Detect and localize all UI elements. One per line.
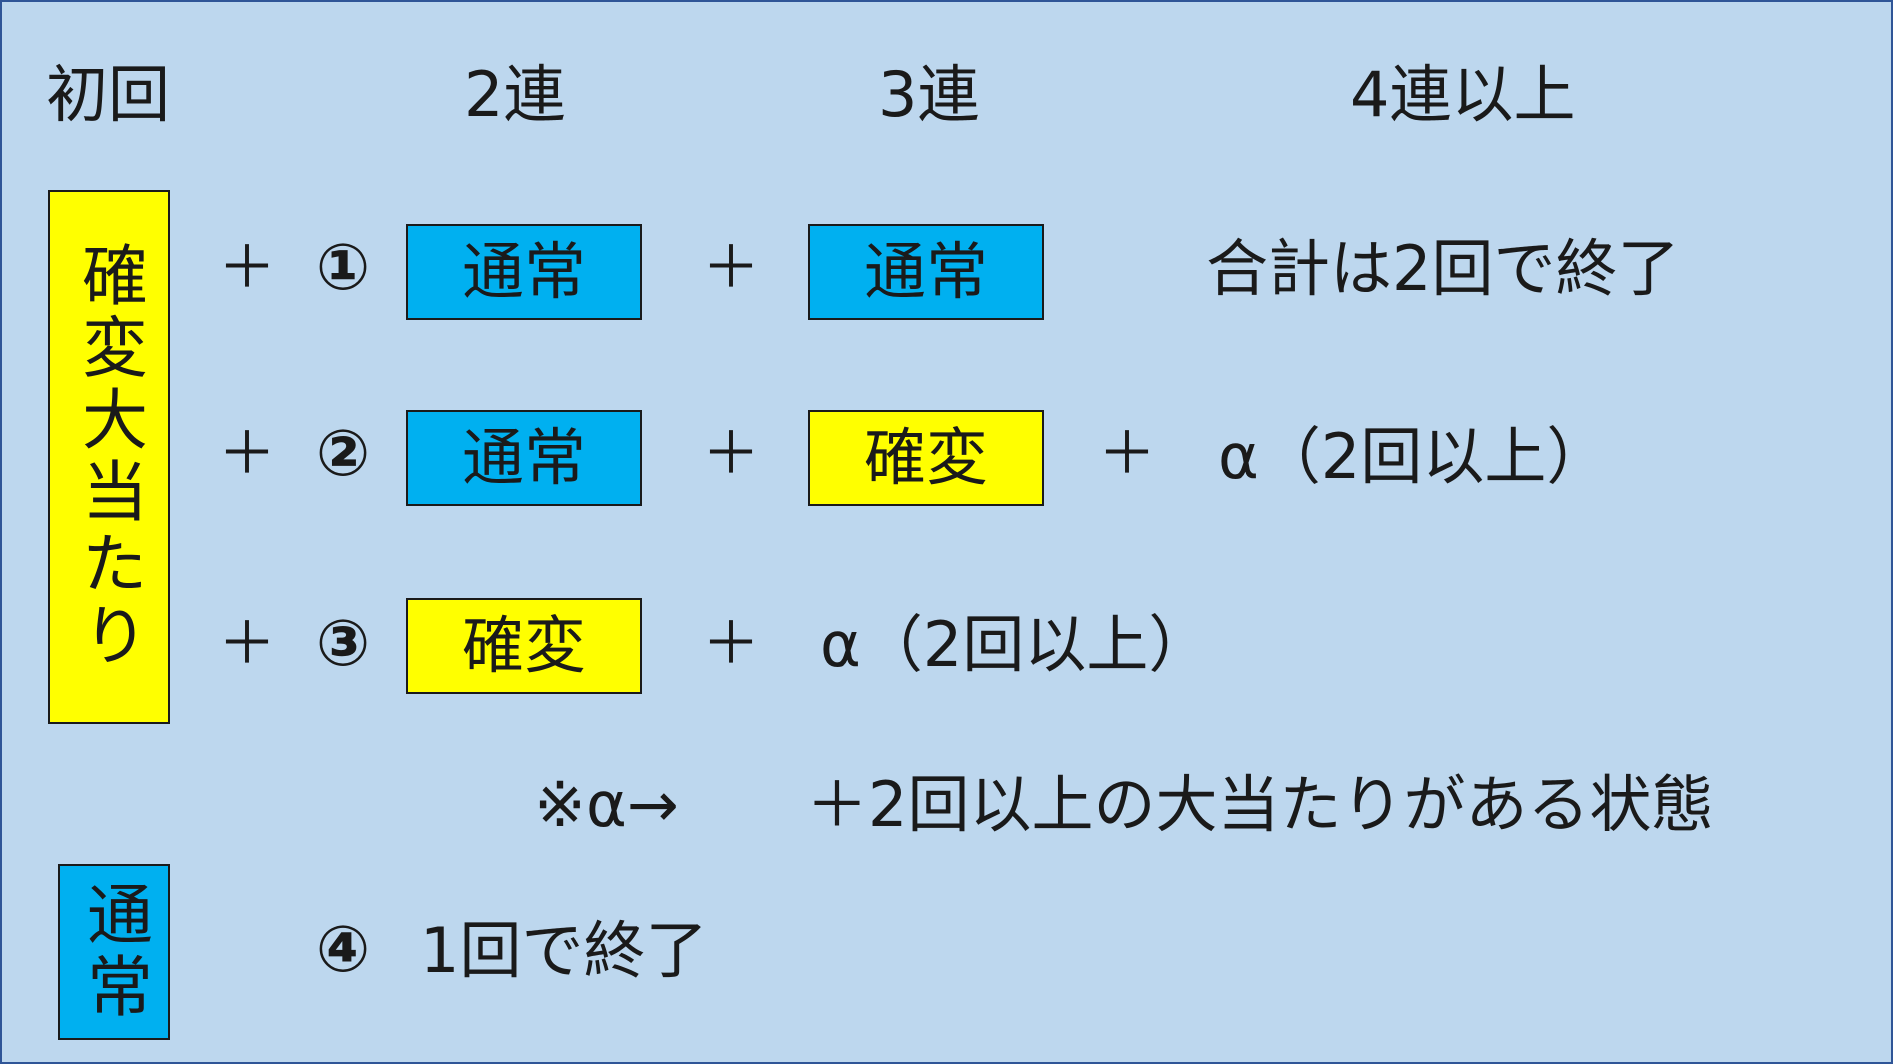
row3-number: ③ [316, 607, 371, 681]
row1-box-third: 通常 [808, 224, 1044, 320]
header-fourth: 4連以上 [1350, 58, 1576, 131]
row1-box-second: 通常 [406, 224, 642, 320]
row2-box-third: 確変 [808, 410, 1044, 506]
row2-plus-2: ＋ [702, 419, 761, 487]
tsujo-label: 通常 [76, 880, 153, 1024]
kakuhen-big-label: 確変大当たり [71, 241, 148, 673]
note-text: ＋2回以上の大当たりがある状態 [806, 768, 1714, 841]
row3-result: α（2回以上） [820, 608, 1211, 681]
header-second: 2連 [464, 58, 566, 131]
row2-plus-1: ＋ [218, 419, 277, 487]
row2-result: α（2回以上） [1218, 420, 1609, 493]
header-first: 初回 [46, 58, 171, 131]
row4-result: 1回で終了 [420, 914, 708, 987]
row1-plus-2: ＋ [702, 233, 761, 301]
row1-plus-1: ＋ [218, 233, 277, 301]
row1-result: 合計は2回で終了 [1206, 232, 1680, 305]
row4-number: ④ [316, 913, 371, 987]
row2-number: ② [316, 417, 371, 491]
row3-box-second: 確変 [406, 598, 642, 694]
header-third: 3連 [878, 58, 980, 131]
row3-plus-1: ＋ [218, 609, 277, 677]
row1-number: ① [316, 231, 371, 305]
note-prefix: ※α→ [534, 768, 679, 841]
tsujo-box: 通常 [58, 864, 170, 1040]
row2-plus-3: ＋ [1098, 419, 1157, 487]
row2-box-second: 通常 [406, 410, 642, 506]
kakuhen-big-box: 確変大当たり [48, 190, 170, 724]
row3-plus-2: ＋ [702, 609, 761, 677]
